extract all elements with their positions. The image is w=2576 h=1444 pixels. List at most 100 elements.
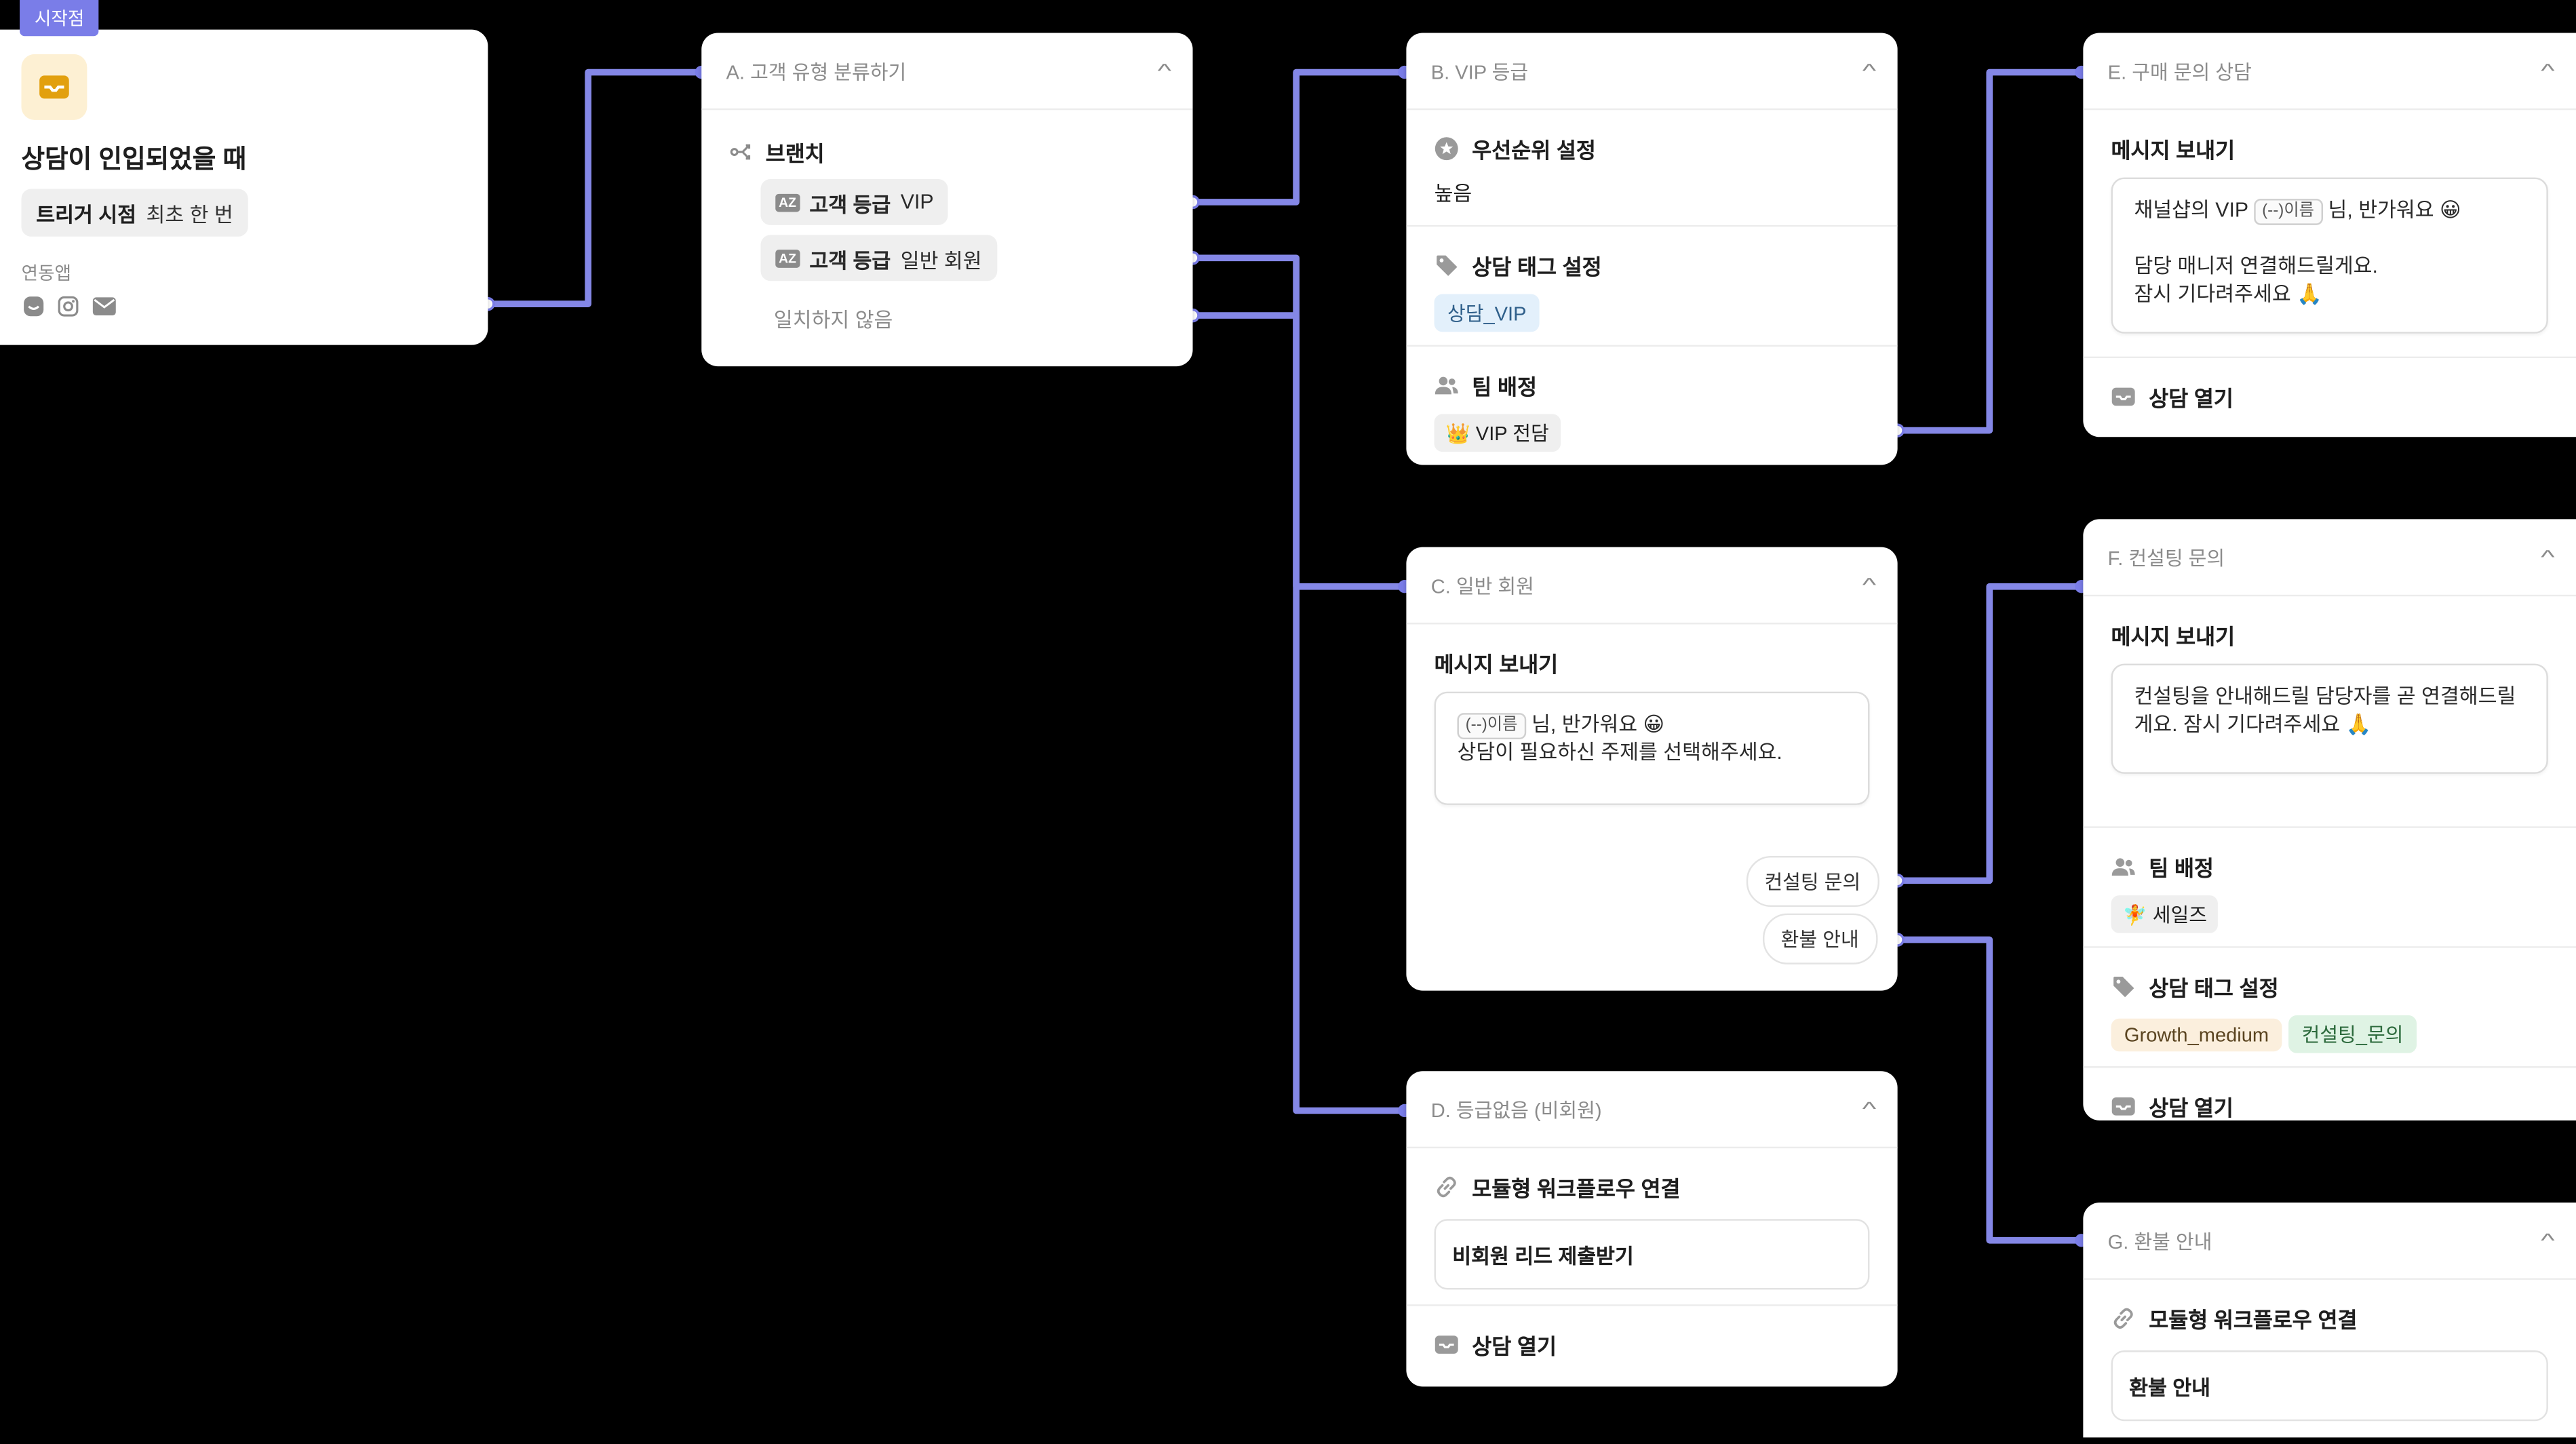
node-a-header[interactable]: A. 고객 유형 분류하기 ^ <box>701 33 1193 111</box>
users-icon <box>1435 373 1459 397</box>
team-label: 팀 배정 <box>2149 855 2214 881</box>
priority-section[interactable]: 우선순위 설정 높음 <box>1406 110 1898 227</box>
message-box[interactable]: 컨설팅을 안내해드릴 담당자를 곧 연결해드릴게요. 잠시 기다려주세요 🙏 <box>2111 663 2548 774</box>
workflow-link-section[interactable]: 모듈형 워크플로우 연결 환불 안내 <box>2083 1280 2576 1444</box>
trigger-chip[interactable]: 트리거 시점 최초 한 번 <box>21 189 248 237</box>
inbox-icon <box>2111 385 2136 409</box>
node-c-title: C. 일반 회원 <box>1430 574 1534 598</box>
wire-member-to-c <box>1192 254 1407 590</box>
choice-consulting[interactable]: 컨설팅 문의 <box>1746 855 1879 908</box>
condition-vip[interactable]: AZ 고객 등급 VIP <box>760 179 949 225</box>
node-f[interactable]: F. 컨설팅 문의 ^ 메시지 보내기 컨설팅을 안내해드릴 담당자를 곧 연결… <box>2083 519 2576 1120</box>
tag-icon <box>2111 974 2136 998</box>
node-e[interactable]: E. 구매 문의 상담 ^ 메시지 보내기 채널샵의 VIP (--)이름 님,… <box>2083 33 2576 437</box>
wire-consult-to-f <box>1897 583 2084 884</box>
condition-value: 일반 회원 <box>900 248 982 272</box>
priority-value: 높음 <box>1434 182 1472 206</box>
node-f-title: F. 컨설팅 문의 <box>2107 546 2225 570</box>
no-match-label: 일치하지 않음 <box>773 302 903 334</box>
name-variable: (--)이름 <box>2253 199 2323 225</box>
wire-b-to-e <box>1897 69 2084 434</box>
message-box[interactable]: (--)이름 님, 반가워요 😀 상담이 필요하신 주제를 선택해주세요. <box>1434 691 1870 805</box>
message-section[interactable]: 메시지 보내기 (--)이름 님, 반가워요 😀 상담이 필요하신 주제를 선택… <box>1406 624 1897 825</box>
tag-section[interactable]: 상담 태그 설정 상담_VIP <box>1406 227 1898 347</box>
node-b-header[interactable]: B. VIP 등급 ^ <box>1406 33 1898 111</box>
condition-member[interactable]: AZ 고객 등급 일반 회원 <box>760 235 997 281</box>
chat-app-icon <box>23 296 44 326</box>
node-e-header[interactable]: E. 구매 문의 상담 ^ <box>2083 33 2576 111</box>
linked-workflow[interactable]: 비회원 리드 제출받기 <box>1434 1219 1870 1290</box>
condition-value: VIP <box>900 190 934 214</box>
condition-key: 고객 등급 <box>809 248 891 272</box>
open-chat-section[interactable]: 상담 열기 <box>1406 1306 1897 1384</box>
node-d-header[interactable]: D. 등급없음 (비회원) ^ <box>1406 1071 1898 1149</box>
team-section[interactable]: 팀 배정 👑 VIP 전담 <box>1406 347 1897 475</box>
app-icons <box>23 296 117 326</box>
message-label: 메시지 보내기 <box>1434 652 1559 677</box>
choice-refund[interactable]: 환불 안내 <box>1763 913 1877 964</box>
name-variable: (--)이름 <box>1457 713 1526 739</box>
node-d[interactable]: D. 등급없음 (비회원) ^ 모듈형 워크플로우 연결 비회원 리드 제출받기… <box>1406 1071 1898 1387</box>
chevron-up-icon[interactable]: ^ <box>1862 573 1877 597</box>
link-icon <box>1435 1175 1459 1199</box>
link-label: 모듈형 워크플로우 연결 <box>1472 1176 1681 1201</box>
message-section[interactable]: 메시지 보내기 컨설팅을 안내해드릴 담당자를 곧 연결해드릴게요. 잠시 기다… <box>2083 596 2576 828</box>
wire-vip-to-b <box>1192 69 1407 206</box>
start-title: 상담이 인입되었을 때 <box>21 146 247 174</box>
text-field-icon: AZ <box>775 248 800 267</box>
inbox-icon <box>21 54 87 120</box>
node-g[interactable]: G. 환불 안내 ^ 모듈형 워크플로우 연결 환불 안내 <box>2083 1203 2576 1438</box>
trigger-label: 트리거 시점 <box>36 203 137 227</box>
inbox-icon <box>1435 1332 1459 1357</box>
message-prefix: 채널샵의 VIP <box>2134 199 2248 222</box>
message-label: 메시지 보내기 <box>2111 138 2236 163</box>
chevron-up-icon[interactable]: ^ <box>2541 59 2556 83</box>
start-node[interactable]: 상담이 인입되었을 때 트리거 시점 최초 한 번 연동앱 <box>0 29 488 345</box>
chevron-up-icon[interactable]: ^ <box>1158 59 1173 83</box>
chevron-up-icon[interactable]: ^ <box>2541 545 2556 569</box>
workflow-link-section[interactable]: 모듈형 워크플로우 연결 비회원 리드 제출받기 <box>1406 1148 1898 1306</box>
condition-key: 고객 등급 <box>809 193 891 216</box>
priority-label: 우선순위 설정 <box>1472 138 1596 163</box>
text-field-icon: AZ <box>775 193 800 212</box>
team-sales: 🧚 세일즈 <box>2111 895 2219 933</box>
team-vip: 👑 VIP 전담 <box>1434 414 1561 452</box>
message-line-2: 담당 매니저 연결해드릴게요. <box>2134 254 2378 278</box>
star-icon <box>1435 136 1459 161</box>
message-line-2: 상담이 필요하신 주제를 선택해주세요. <box>1457 741 1782 764</box>
chevron-up-icon[interactable]: ^ <box>2541 1228 2556 1252</box>
open-chat-section[interactable]: 상담 열기 <box>2083 358 2576 435</box>
branch-label: 브랜치 <box>765 141 825 166</box>
tag-growth: Growth_medium <box>2111 1018 2282 1052</box>
chevron-up-icon[interactable]: ^ <box>1862 59 1877 83</box>
node-b[interactable]: B. VIP 등급 ^ 우선순위 설정 높음 상담 태그 설정 상담_VIP 팀… <box>1406 33 1898 465</box>
open-chat-section[interactable]: 상담 열기 <box>2083 1068 2576 1145</box>
node-c[interactable]: C. 일반 회원 ^ 메시지 보내기 (--)이름 님, 반가워요 😀 상담이 … <box>1406 547 1898 991</box>
apps-label: 연동앱 <box>21 264 72 285</box>
users-icon <box>2111 855 2136 879</box>
node-c-header[interactable]: C. 일반 회원 ^ <box>1406 547 1898 625</box>
message-line-1: 님, 반가워요 😀 <box>1531 713 1665 737</box>
node-g-header[interactable]: G. 환불 안내 ^ <box>2083 1203 2576 1280</box>
node-f-header[interactable]: F. 컨설팅 문의 ^ <box>2083 519 2576 597</box>
node-g-title: G. 환불 안내 <box>2107 1230 2212 1253</box>
linked-workflow[interactable]: 환불 안내 <box>2111 1350 2548 1422</box>
node-e-title: E. 구매 문의 상담 <box>2107 60 2252 83</box>
team-section[interactable]: 팀 배정 🧚 세일즈 <box>2083 828 2576 948</box>
chevron-up-icon[interactable]: ^ <box>1862 1097 1877 1120</box>
link-label: 모듈형 워크플로우 연결 <box>2149 1308 2358 1333</box>
node-a-title: A. 고객 유형 분류하기 <box>726 60 907 83</box>
message-section[interactable]: 메시지 보내기 채널샵의 VIP (--)이름 님, 반가워요 😀 담당 매니저… <box>2083 110 2576 359</box>
tag-label: 상담 태그 설정 <box>2149 975 2279 1001</box>
tag-label: 상담 태그 설정 <box>1472 254 1602 279</box>
message-box[interactable]: 채널샵의 VIP (--)이름 님, 반가워요 😀 담당 매니저 연결해드릴게요… <box>2111 177 2548 334</box>
wire-refund-to-g <box>1897 936 2084 1244</box>
tag-vip: 상담_VIP <box>1434 294 1540 332</box>
tag-icon <box>1435 253 1459 277</box>
branch-title: 브랜치 <box>729 136 825 168</box>
trigger-value: 최초 한 번 <box>146 203 233 227</box>
node-d-title: D. 등급없음 (비회원) <box>1430 1098 1602 1122</box>
link-icon <box>2111 1306 2136 1331</box>
